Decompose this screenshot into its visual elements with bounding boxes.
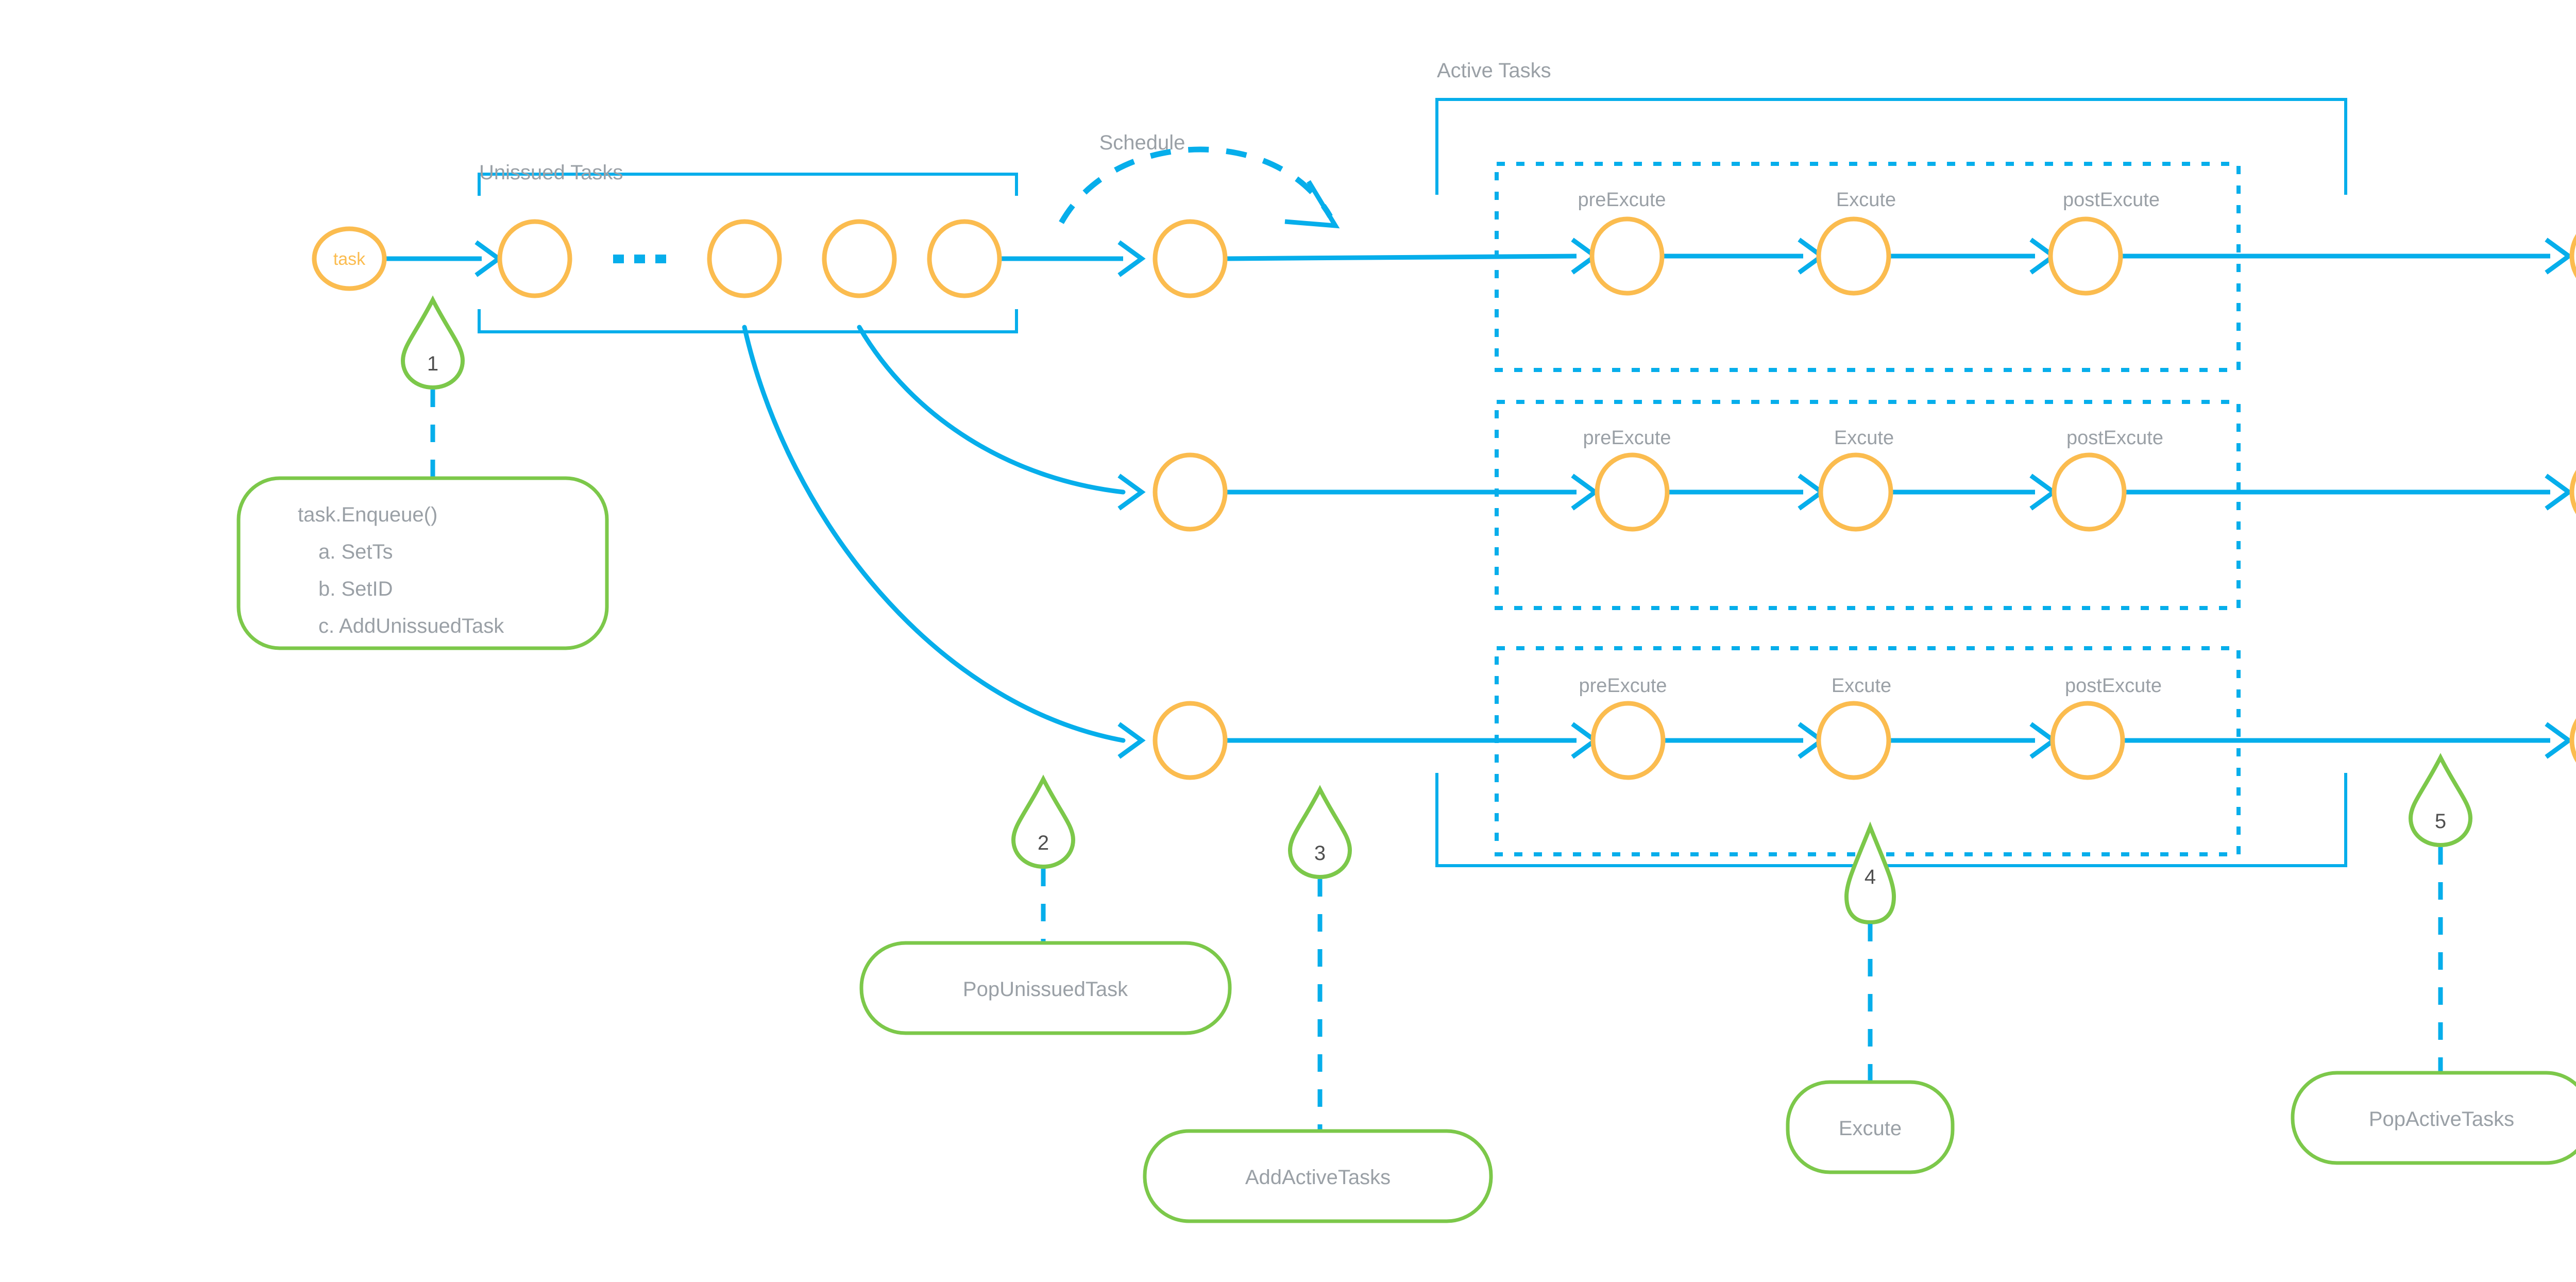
marker-3-number: 3	[1314, 842, 1326, 865]
lane-2-postExcute-node[interactable]	[2052, 452, 2127, 532]
marker-5-number: 5	[2435, 810, 2446, 833]
lane-2-preExcute-node[interactable]	[1595, 452, 1670, 532]
unissued-node-3[interactable]	[822, 219, 897, 298]
marker-3[interactable]: 3	[1287, 785, 1352, 880]
active-tasks-label: Active Tasks	[1437, 59, 1551, 82]
row-2-flow	[1225, 474, 2573, 511]
lane-3-excute-node[interactable]	[1816, 701, 1891, 780]
active-tasks-bracket	[1435, 98, 2347, 867]
lane-1-postExcute-node[interactable]	[2048, 216, 2123, 296]
marker-4-number: 4	[1865, 866, 1876, 888]
unissued-node-2[interactable]	[707, 219, 782, 298]
unissued-node-4[interactable]	[927, 219, 1002, 298]
callout-pop-unissued[interactable]: PopUnissuedTask	[859, 941, 1232, 1035]
unissued-node-1[interactable]	[497, 219, 572, 298]
unissued-tasks-label: Unissued Tasks	[479, 161, 623, 184]
lane-3-postExcute-label: postExcute	[2065, 675, 2162, 697]
lane-2-postExcute-label: postExcute	[2066, 427, 2163, 449]
callout-enqueue-item-c: c. AddUnissuedTask	[318, 615, 504, 637]
lane-1-preExcute-node[interactable]	[1589, 216, 1665, 296]
marker-1-number: 1	[427, 352, 438, 375]
lane-3-preExcute-node[interactable]	[1590, 701, 1666, 780]
lane-3-entry-node[interactable]	[1153, 701, 1228, 780]
marker-2-number: 2	[1038, 832, 1049, 854]
callout-pop-active-label: PopActiveTasks	[2369, 1108, 2514, 1131]
lane-2-excute-node[interactable]	[1818, 452, 1893, 532]
lane-2-entry-node[interactable]	[1153, 452, 1228, 532]
lane-1-preExcute-label: preExcute	[1578, 189, 1666, 211]
callout-enqueue[interactable]: task.Enqueue() a. SetTs b. SetID c. AddU…	[236, 476, 609, 650]
node-task-label: task	[333, 249, 366, 269]
schedule-arc	[1059, 146, 1340, 229]
lane-1-entry-node[interactable]	[1153, 219, 1228, 298]
unissued-ellipsis	[613, 255, 666, 263]
row-3-flow	[1225, 722, 2573, 759]
lane-3-postExcute-node[interactable]	[2050, 701, 2125, 780]
callout-excute[interactable]: Excute	[1786, 1080, 1955, 1174]
lane-1-postExcute-label: postExcute	[2063, 189, 2160, 211]
node-task[interactable]: task	[312, 226, 387, 291]
marker-2[interactable]: 2	[1011, 774, 1076, 869]
callout-add-active[interactable]: AddActiveTasks	[1143, 1129, 1493, 1223]
marker-1[interactable]: 1	[400, 295, 465, 390]
marker-5[interactable]: 5	[2408, 753, 2473, 848]
callout-enqueue-item-b: b. SetID	[318, 578, 393, 600]
dispatch-curve-to-row-3	[742, 325, 1146, 759]
callout-enqueue-item-a: a. SetTs	[318, 541, 393, 563]
callout-excute-label: Excute	[1839, 1117, 1902, 1140]
schedule-label: Schedule	[1099, 131, 1185, 154]
lane-1-excute-node[interactable]	[1816, 216, 1891, 296]
lane-2-preExcute-label: preExcute	[1583, 427, 1671, 449]
lane-2-exit-node[interactable]	[2569, 455, 2576, 529]
lane-3-excute-label: Excute	[1832, 675, 1891, 697]
lane-1-exit-node[interactable]	[2569, 219, 2576, 293]
lane-3-preExcute-label: preExcute	[1579, 675, 1667, 697]
callout-enqueue-title: task.Enqueue()	[298, 503, 437, 526]
lane-1-dotted-box	[1495, 162, 2241, 372]
callout-add-active-label: AddActiveTasks	[1245, 1166, 1391, 1189]
marker-4[interactable]: 4	[1844, 821, 1896, 925]
lane-2-excute-label: Excute	[1834, 427, 1894, 449]
lane-2-dotted-box	[1495, 400, 2241, 610]
lane-1-excute-label: Excute	[1836, 189, 1896, 211]
callout-pop-unissued-label: PopUnissuedTask	[963, 978, 1128, 1001]
dispatch-curve-to-row-2	[857, 325, 1146, 511]
lane-3-exit-node[interactable]	[2569, 703, 2576, 778]
callout-pop-active[interactable]: PopActiveTasks	[2291, 1071, 2576, 1165]
